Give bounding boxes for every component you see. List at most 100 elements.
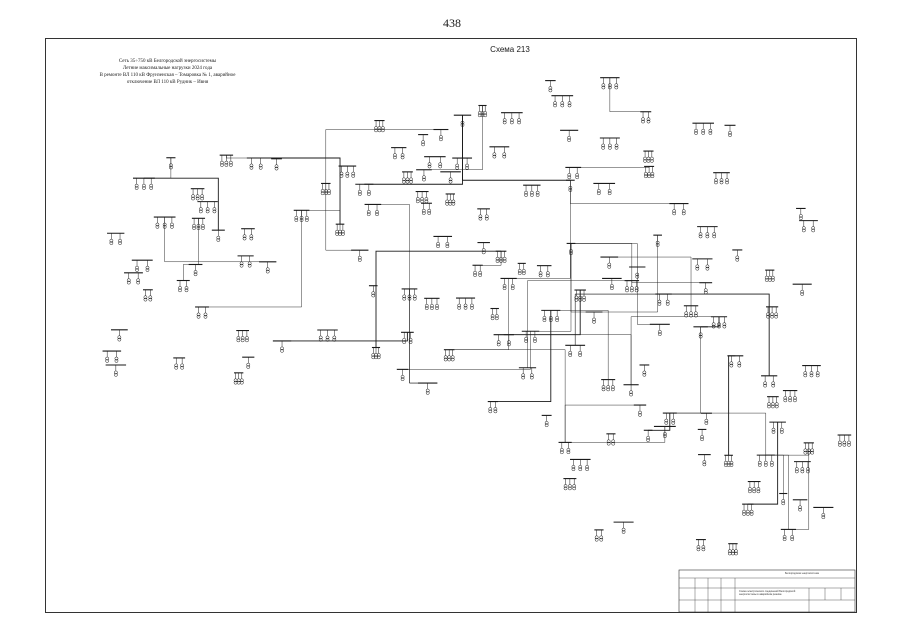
transformer-symbol <box>345 174 350 178</box>
transformer-symbol <box>681 209 686 213</box>
transformer-symbol <box>126 280 131 285</box>
transformer-symbol <box>242 234 247 239</box>
transformer-symbol <box>493 409 498 414</box>
transformer-symbol <box>542 316 547 320</box>
transformer-symbol <box>771 402 775 407</box>
transformer-symbol <box>451 199 456 204</box>
transformer-symbol <box>439 135 443 139</box>
transformer-symbol <box>499 256 503 261</box>
transformer-symbol <box>535 193 540 197</box>
transformer-symbol <box>229 160 233 165</box>
transformer-symbol <box>567 175 572 180</box>
transformer-symbol <box>782 535 787 539</box>
transformer-symbol <box>614 83 619 88</box>
transformer-symbol <box>728 133 732 137</box>
transformer-symbol <box>135 265 139 270</box>
transformer-symbol <box>664 421 669 425</box>
transformer-symbol <box>563 484 568 488</box>
transformer-symbol <box>842 442 847 447</box>
transformer-symbol <box>473 270 477 275</box>
transformer-symbol <box>594 537 599 542</box>
transformer-symbol <box>774 312 779 317</box>
transformer-symbol <box>774 404 779 409</box>
transformer-symbol <box>698 234 703 239</box>
transformer-symbol <box>424 197 429 201</box>
transformer-symbol <box>757 463 762 467</box>
transformer-symbol <box>196 223 201 228</box>
transformer-symbol <box>118 241 122 245</box>
transformer-symbol <box>245 336 249 340</box>
transformer-symbol <box>567 135 572 140</box>
transformer-symbol <box>629 288 634 293</box>
transformer-symbol <box>435 303 439 308</box>
transformer-symbol <box>748 487 752 491</box>
transformer-symbol <box>320 191 325 196</box>
transformer-symbol <box>236 336 241 340</box>
transformer-symbol <box>180 365 184 370</box>
transformer-symbol <box>705 264 710 269</box>
transformer-symbol <box>239 380 244 385</box>
transformer-symbol <box>529 193 534 197</box>
transformer-symbol <box>145 265 150 270</box>
transformer-symbol <box>242 236 247 241</box>
transformer-symbol <box>566 448 571 452</box>
transformer-symbol <box>771 430 776 434</box>
transmission-line <box>574 293 664 346</box>
transformer-symbol <box>169 165 173 170</box>
transformer-symbol <box>742 512 746 516</box>
transformer-symbol <box>801 226 806 230</box>
transformer-symbol <box>694 131 698 135</box>
diagram-title-line-2: Летние максимальные нагрузки 2024 года <box>122 66 213 71</box>
transformer-symbol <box>663 432 667 436</box>
transformer-symbol <box>400 153 405 157</box>
transformer-symbol <box>224 160 229 165</box>
transformer-symbol <box>424 199 429 204</box>
transformer-symbol <box>621 530 626 534</box>
transformer-symbol <box>607 262 612 267</box>
transformer-symbol <box>572 484 577 488</box>
transformer-symbol <box>601 83 606 88</box>
transformer-symbol <box>596 189 601 193</box>
transformer-symbol <box>646 159 651 163</box>
transformer-symbol <box>763 383 767 388</box>
transformer-symbol <box>769 463 774 467</box>
transformer-symbol <box>664 418 669 423</box>
transformer-symbol <box>495 256 500 261</box>
transformer-symbol <box>136 278 141 283</box>
transformer-symbol <box>274 166 279 171</box>
transformer-symbol <box>745 512 750 516</box>
transformer-symbol <box>371 293 376 298</box>
transformer-symbol <box>567 103 572 108</box>
transformer-symbol <box>647 174 651 179</box>
transformer-symbol <box>568 486 572 491</box>
transformer-symbol <box>801 228 806 233</box>
transformer-symbol <box>574 295 579 300</box>
transformer-symbol <box>338 229 342 234</box>
transformer-symbol <box>810 448 815 453</box>
transformer-symbol <box>614 145 619 150</box>
transformer-symbol <box>427 162 432 167</box>
transformer-symbol <box>201 226 205 230</box>
transformer-symbol <box>375 210 379 214</box>
transformer-symbol <box>601 143 606 148</box>
transformer-symbol <box>701 128 706 133</box>
transformer-symbol <box>339 171 344 176</box>
transformer-symbol <box>126 278 131 283</box>
transformer-symbol <box>422 177 426 182</box>
transformer-symbol <box>393 155 397 160</box>
transformer-symbol <box>492 152 497 157</box>
transformer-symbol <box>457 305 462 310</box>
transmission-line <box>372 204 410 289</box>
transformer-symbol <box>200 194 204 199</box>
transformer-symbol <box>763 460 768 465</box>
transformer-symbol <box>606 385 611 389</box>
transformer-symbol <box>148 297 153 302</box>
transformer-symbol <box>735 255 740 260</box>
transformer-symbol <box>563 486 568 491</box>
transformer-symbol <box>847 442 851 447</box>
transformer-symbol <box>510 284 515 288</box>
transformer-symbol <box>507 342 511 347</box>
transformer-symbol <box>236 380 241 385</box>
transformer-symbol <box>548 88 553 93</box>
transformer-symbol <box>610 284 614 288</box>
